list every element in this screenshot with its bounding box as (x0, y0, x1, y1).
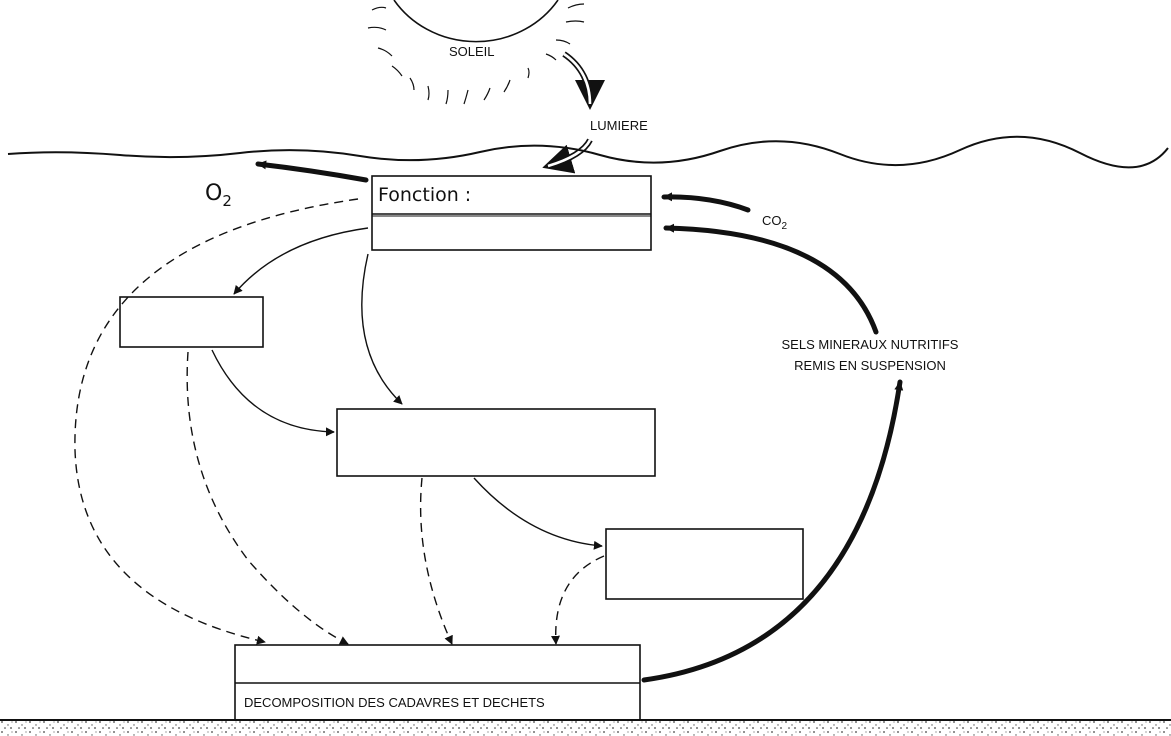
consumer2-to-decomposer-dashed-arrow (419, 477, 453, 645)
minerals-label-line2: REMIS EN SUSPENSION (794, 358, 946, 373)
decomposition-to-minerals-arrow (641, 379, 904, 683)
oxygen-arrow (255, 160, 369, 183)
co2-arrow (661, 192, 751, 213)
consumer-box-2 (336, 408, 656, 477)
light-label: LUMIERE (590, 118, 648, 133)
light-to-producer-arrow (542, 138, 593, 174)
consumer1-to-decomposer-dashed-arrow (186, 351, 349, 645)
oxygen-label: O2 (205, 181, 232, 210)
producer-to-consumer2-arrow (361, 253, 403, 405)
consumer2-to-consumer3-arrow (473, 477, 603, 550)
consumer1-to-consumer2-arrow (211, 349, 335, 437)
consumer-box-1 (119, 296, 264, 348)
producer-box (371, 175, 652, 251)
producer-to-decomposer-dashed-arrow (74, 198, 359, 645)
consumer3-to-decomposer-dashed-arrow (551, 555, 605, 645)
sun (367, 0, 585, 105)
decomposer-box (234, 644, 641, 722)
consumer-box-3 (605, 528, 804, 600)
minerals-label-line1: SELS MINERAUX NUTRITIFS (782, 337, 959, 352)
decomposition-label: DECOMPOSITION DES CADAVRES ET DECHETS (244, 695, 545, 710)
sea-floor (0, 719, 1171, 736)
co2-label: CO2 (762, 213, 788, 232)
sun-label: SOLEIL (449, 44, 495, 59)
producer-function-label: Fonction : (378, 184, 471, 206)
minerals-to-producer-arrow (663, 223, 879, 335)
producer-to-consumer1-arrow (233, 227, 369, 295)
water-surface-line (7, 135, 1169, 169)
